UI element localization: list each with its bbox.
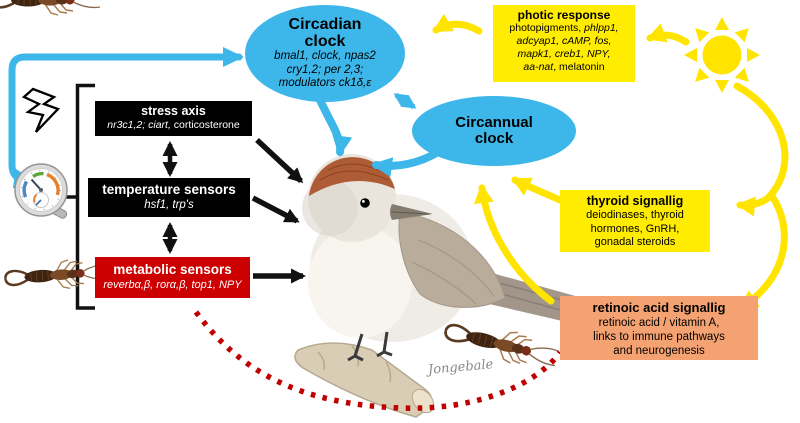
arrow-sun-to-thyroid [733,82,789,217]
photic-response-title: photic response [517,8,611,22]
photic-response-genes: photopigments, phlpp1, adcyap1, cAMP, fo… [509,22,619,73]
branch [294,342,435,418]
arrow-circadian-to-bird [316,96,353,157]
thermometer-gauge-icon [14,163,68,219]
blackcap-bird-illustration [294,154,653,418]
arrow-sun-to-retinoic [738,192,788,311]
circadian-clock-genes: bmal1, clock, npas2 cry1,2; per 2,3; mod… [274,50,376,90]
thyroid-signalling-title: thyroid signallig [586,194,684,208]
circadian-clock-title: Circadian clock [288,16,362,51]
retinoic-acid-signalling-lines: retinoic acid / vitamin A, links to immu… [593,317,725,357]
temperature-sensors-box: temperature sensors hsf1, trp's [88,178,250,217]
arrow-red-dotted-metabolic-retinoic [193,310,563,411]
arrow-circannual-to-bird [371,148,442,178]
arrow-retinoic-to-circannual [473,184,555,305]
thyroid-signalling-box: thyroid signallig deiodinases, thyroid h… [560,190,710,252]
circannual-clock-title: Circannual clock [455,114,533,147]
circannual-clock-node: Circannual clock [412,96,576,166]
circadian-clock-node: Circadian clock bmal1, clock, npas2 cry1… [245,5,405,102]
photic-response-box: photic response photopigments, phlpp1, a… [493,5,635,82]
arrow-sun-to-photic [646,23,690,46]
stress-axis-genes: nr3c1,2; ciart, corticosterone [107,119,240,131]
metabolic-sensors-box: metabolic sensors reverbα,β, rorα,β, top… [95,257,250,298]
bird-eye [360,198,370,208]
metabolic-sensors-title: metabolic sensors [113,262,232,277]
bird-beak [390,204,433,220]
stress-axis-title: stress axis [141,104,206,118]
stress-axis-box: stress axis nr3c1,2; ciart, corticostero… [95,101,252,136]
thyroid-signalling-lines: deiodinases, thyroid hormones, GnRH, gon… [586,209,684,248]
bird-legs [347,331,393,362]
arrow-stress-to-bird [255,137,304,184]
arrow-photic-to-circadian [432,13,483,35]
lightning-bolt-icon [21,87,61,133]
arrow-temperature-to-bird [251,195,300,224]
bird-wing [398,211,506,308]
metabolic-sensors-genes: reverbα,β, rorα,β, top1, NPY [103,279,242,291]
sun-icon [684,17,760,93]
arrow-thyroid-to-circannual [511,176,564,204]
temperature-sensors-title: temperature sensors [102,182,236,197]
retinoic-acid-signalling-box: retinoic acid signallig retinoic acid / … [560,296,758,360]
earwig-icon [3,255,111,295]
temperature-sensors-genes: hsf1, trp's [144,199,194,211]
arrow-circadian-circannual [393,92,417,110]
retinoic-acid-signalling-title: retinoic acid signallig [592,300,726,315]
